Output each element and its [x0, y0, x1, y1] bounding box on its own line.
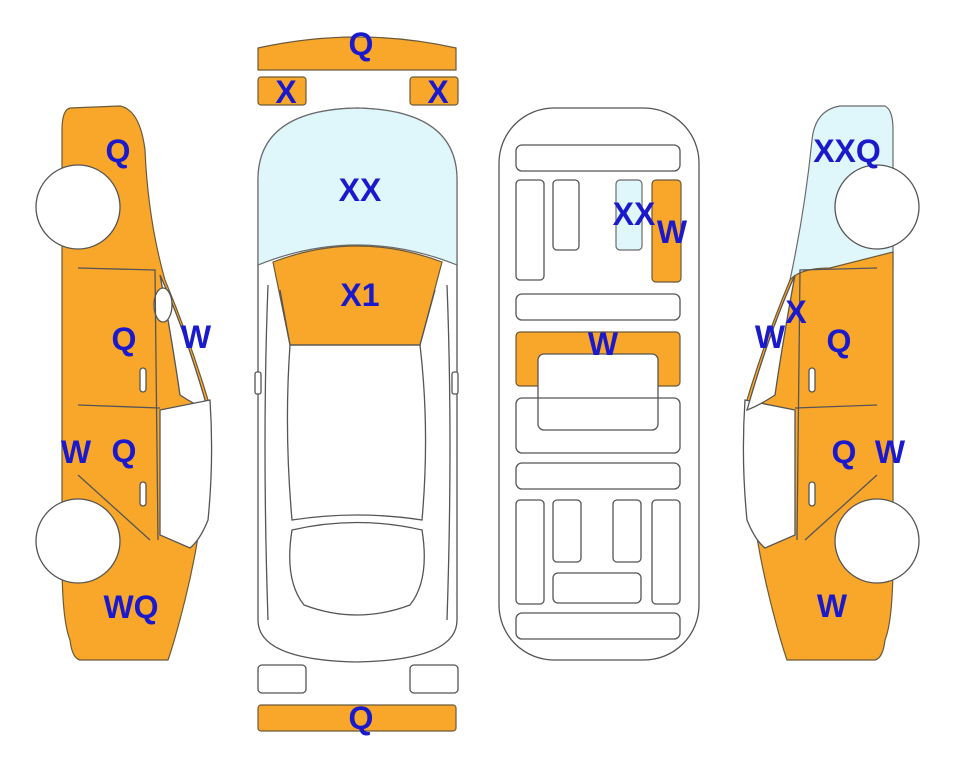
- front-left-light-panel[interactable]: [257, 76, 307, 106]
- mark-right-pillar: X: [785, 294, 807, 330]
- mark-right-front-door: Q: [827, 323, 852, 359]
- mark-left-rear-quarter: WQ: [103, 589, 158, 625]
- interior-bottom-bar[interactable]: [552, 572, 642, 604]
- damage-marks: Q X X XX X1 Q XX W W Q Q W Q W WQ XXQ X …: [61, 26, 906, 736]
- left-door-lines: [77, 267, 161, 541]
- left-side-view: [35, 105, 213, 661]
- left-front-window[interactable]: [159, 399, 213, 549]
- interior-top-bar[interactable]: [515, 144, 681, 172]
- interior-damaged-slot[interactable]: [651, 179, 682, 283]
- mark-front-right-light: X: [427, 74, 449, 110]
- interior-mid-bar[interactable]: [515, 293, 681, 321]
- right-door-lines: [794, 267, 878, 541]
- mark-right-rocker: W: [875, 434, 906, 470]
- mark-interior-panel-right: W: [657, 214, 688, 250]
- left-front-wheel: [35, 498, 121, 584]
- roof-outline: [286, 344, 427, 521]
- mark-left-front-door-edge: W: [181, 319, 212, 355]
- mark-left-rocker: W: [61, 434, 92, 470]
- mark-left-rear-door: Q: [112, 433, 137, 469]
- mark-front-bumper: Q: [349, 26, 374, 62]
- right-front-wheel: [834, 498, 920, 584]
- left-front-door-handle: [139, 481, 147, 507]
- mark-left-front-door: Q: [112, 321, 137, 357]
- rear-left-light-panel[interactable]: [257, 664, 307, 694]
- right-rear-window[interactable]: [746, 274, 796, 412]
- interior-center-box[interactable]: [537, 353, 659, 431]
- mark-front-left-light: X: [275, 74, 297, 110]
- mark-interior-center: W: [588, 326, 619, 362]
- right-side-view: [742, 105, 920, 661]
- right-mirror: [451, 371, 459, 395]
- rear-right-light-panel[interactable]: [409, 664, 459, 694]
- mark-hood: X1: [340, 277, 379, 313]
- top-view: [254, 36, 459, 732]
- right-front-window[interactable]: [742, 399, 796, 549]
- interior-lower-frame: [515, 397, 681, 454]
- interior-base-bar[interactable]: [515, 612, 681, 640]
- interior-bottom-slot-2[interactable]: [552, 499, 582, 563]
- left-mirror: [254, 371, 262, 395]
- interior-view: [498, 107, 700, 661]
- left-quarter-window[interactable]: [153, 287, 173, 323]
- interior-bottom-slot-4[interactable]: [651, 499, 681, 605]
- left-rear-wheel: [35, 164, 121, 250]
- interior-bottom-slot-3[interactable]: [612, 499, 642, 563]
- rear-bumper-panel[interactable]: [257, 704, 457, 732]
- mark-left-front-fender: Q: [106, 133, 131, 169]
- car-side-lines: [264, 284, 451, 621]
- hood-panel[interactable]: [272, 245, 443, 346]
- left-rear-door-handle: [139, 367, 147, 393]
- mark-right-rear-door: Q: [832, 434, 857, 470]
- right-front-door-handle: [808, 481, 816, 507]
- rear-window-outline: [289, 521, 425, 616]
- interior-left-slot[interactable]: [515, 179, 545, 281]
- interior-bottom-slot-1[interactable]: [515, 499, 545, 605]
- mark-right-rear-quarter: W: [817, 588, 848, 624]
- mark-right-rear-glass: XXQ: [813, 133, 881, 169]
- mark-right-front-door-edge: W: [755, 319, 786, 355]
- interior-lower-bar[interactable]: [515, 462, 681, 490]
- mark-interior-glass: XX: [613, 196, 656, 232]
- mark-windshield: XX: [339, 172, 382, 208]
- interior-slot-2[interactable]: [552, 179, 580, 251]
- front-right-light-panel[interactable]: [409, 76, 459, 106]
- mark-rear-bumper: Q: [349, 700, 374, 736]
- right-rear-door-handle: [808, 367, 816, 393]
- interior-glass-slot[interactable]: [615, 179, 643, 251]
- front-bumper-panel[interactable]: [257, 36, 457, 71]
- windshield-glass[interactable]: [257, 107, 458, 266]
- right-rear-wheel: [834, 164, 920, 250]
